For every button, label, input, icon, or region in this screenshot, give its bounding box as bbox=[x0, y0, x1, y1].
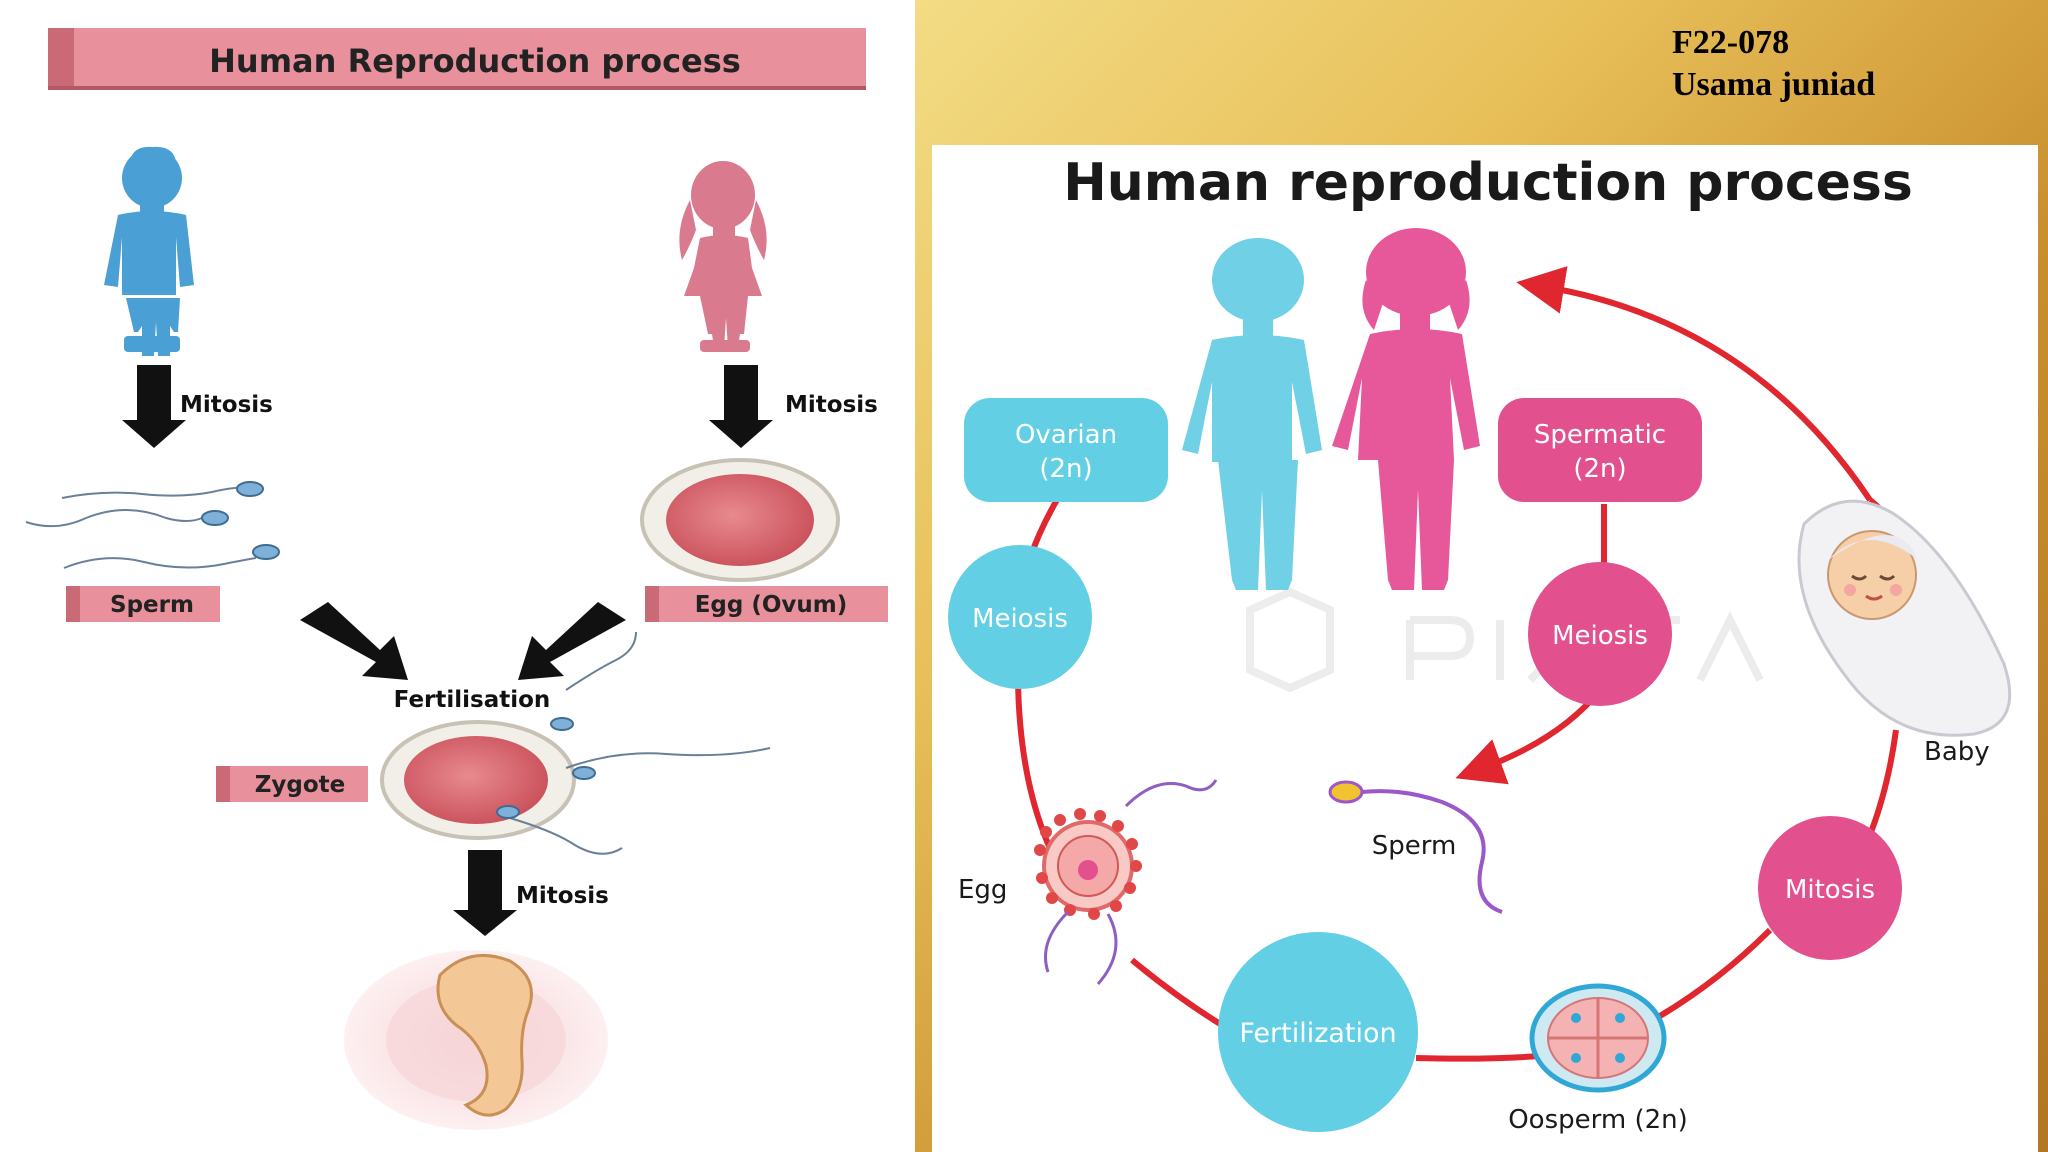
zygote-icon bbox=[380, 631, 771, 855]
zygote-label-box: Zygote bbox=[216, 766, 368, 802]
arrow-down-icon bbox=[453, 850, 517, 936]
left-title-banner: Human Reproduction process bbox=[48, 28, 866, 90]
mitosis-bottom-label: Mitosis bbox=[516, 883, 609, 909]
embryo-icon bbox=[344, 950, 608, 1130]
left-diagram: Human Reproduction process Mitosis Mitos… bbox=[25, 28, 888, 1130]
arrow-down-icon bbox=[122, 365, 186, 448]
arrow-down-icon bbox=[709, 365, 773, 448]
girl-silhouette-icon bbox=[679, 161, 767, 352]
sperm-cells-icon bbox=[25, 486, 257, 569]
mitosis-left-label: Mitosis bbox=[180, 392, 273, 418]
egg-cell-icon bbox=[640, 458, 840, 582]
author-block: F22-078 Usama juniad bbox=[1672, 22, 1875, 106]
fertilisation-label: Fertilisation bbox=[394, 687, 551, 713]
zygote-label: Zygote bbox=[255, 772, 346, 798]
author-name: Usama juniad bbox=[1672, 66, 1876, 103]
boy-silhouette-icon bbox=[104, 146, 194, 356]
author-id: F22-078 bbox=[1672, 24, 1790, 61]
sperm-label: Sperm bbox=[110, 592, 194, 618]
sperm-heads-icon bbox=[201, 481, 280, 560]
egg-label-box: Egg (Ovum) bbox=[645, 586, 888, 622]
right-panel-background bbox=[932, 145, 2038, 1152]
arrow-diagonal-right-icon bbox=[300, 602, 408, 680]
mitosis-right-label: Mitosis bbox=[785, 392, 878, 418]
egg-label: Egg (Ovum) bbox=[695, 592, 848, 618]
sperm-label-box: Sperm bbox=[66, 586, 220, 622]
arrow-diagonal-left-icon bbox=[518, 602, 626, 680]
left-title: Human Reproduction process bbox=[209, 42, 741, 80]
